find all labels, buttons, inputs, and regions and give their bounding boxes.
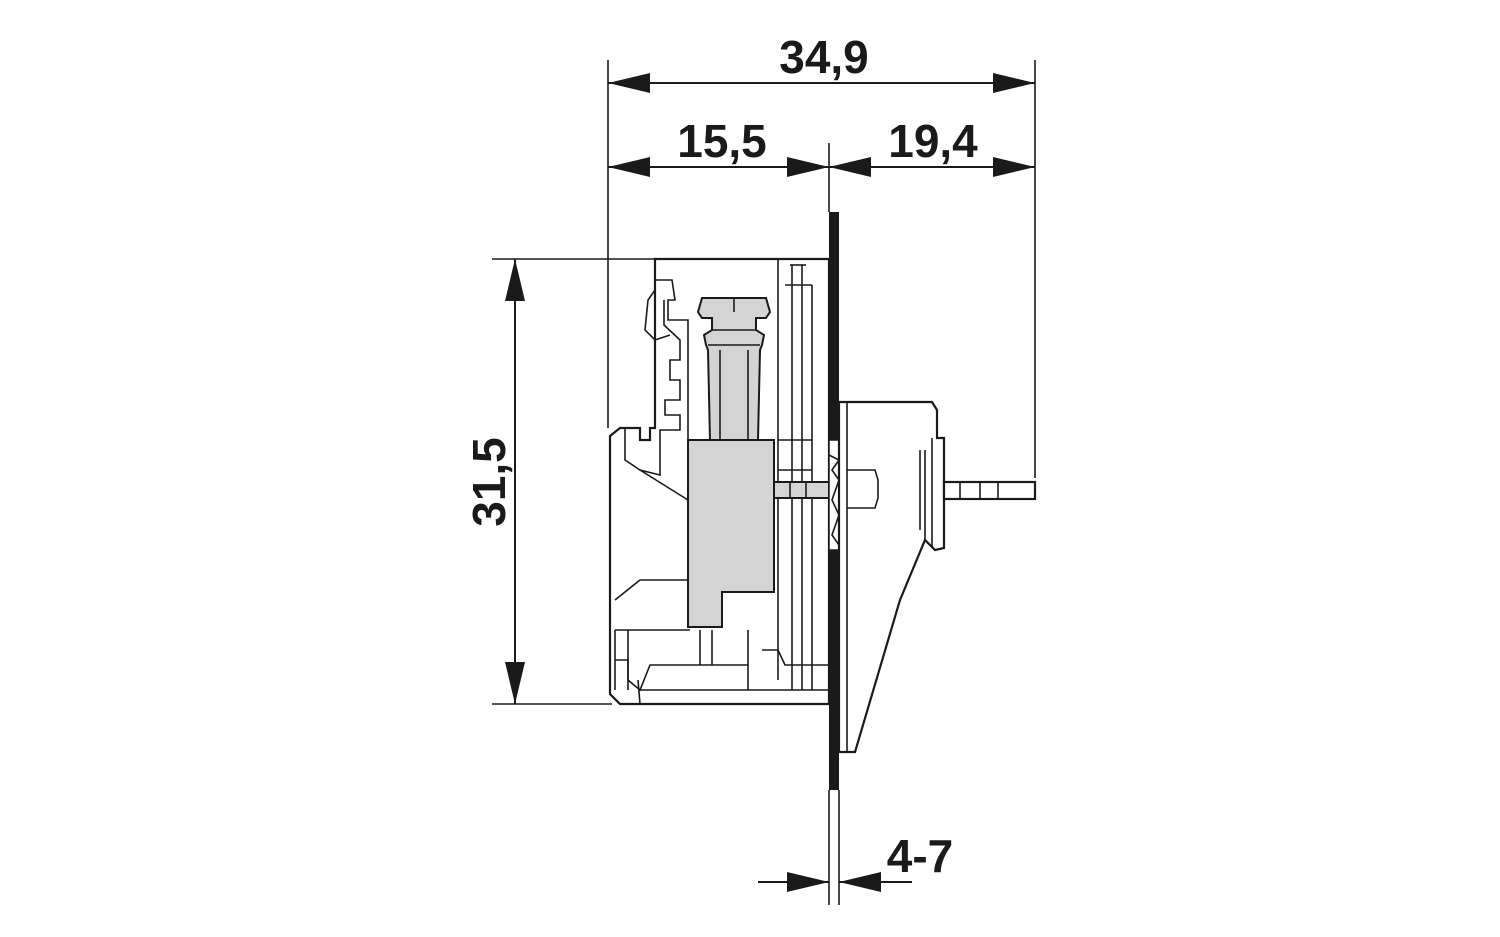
dimension-panel-thickness: 4-7 xyxy=(758,830,953,892)
panel-thickness-label: 4-7 xyxy=(887,830,953,882)
clamp-body xyxy=(687,439,775,628)
right-width-label: 19,4 xyxy=(888,115,978,167)
front-cap xyxy=(837,400,946,754)
dimension-overall-width: 34,9 xyxy=(608,31,1035,93)
connection-pin-outer xyxy=(942,480,1037,501)
mounting-panel xyxy=(828,212,841,790)
left-width-label: 15,5 xyxy=(677,115,767,167)
dimension-right-width: 19,4 xyxy=(829,115,1035,177)
dimension-left-width: 15,5 xyxy=(608,115,829,177)
overall-width-label: 34,9 xyxy=(779,31,869,83)
extension-lines xyxy=(492,60,1036,905)
height-label: 31,5 xyxy=(463,437,515,527)
connection-pin-inner xyxy=(773,481,830,499)
dimension-height: 31,5 xyxy=(463,259,525,704)
